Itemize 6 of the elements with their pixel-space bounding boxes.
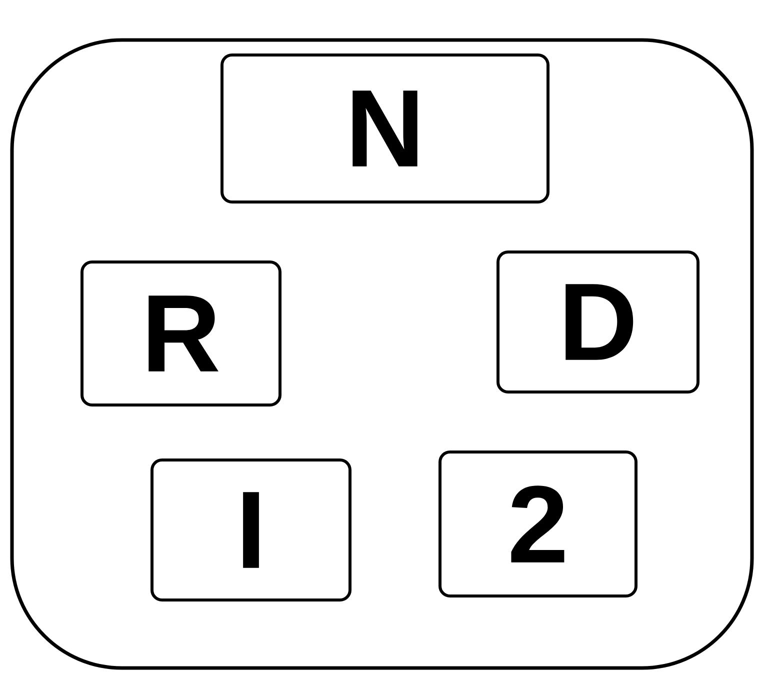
key-box: I	[150, 458, 352, 602]
key-box: D	[496, 250, 700, 394]
key-box: 2	[438, 450, 638, 598]
panel-outline	[10, 38, 754, 670]
key-box: R	[80, 260, 282, 406]
key-box: N	[220, 54, 550, 204]
